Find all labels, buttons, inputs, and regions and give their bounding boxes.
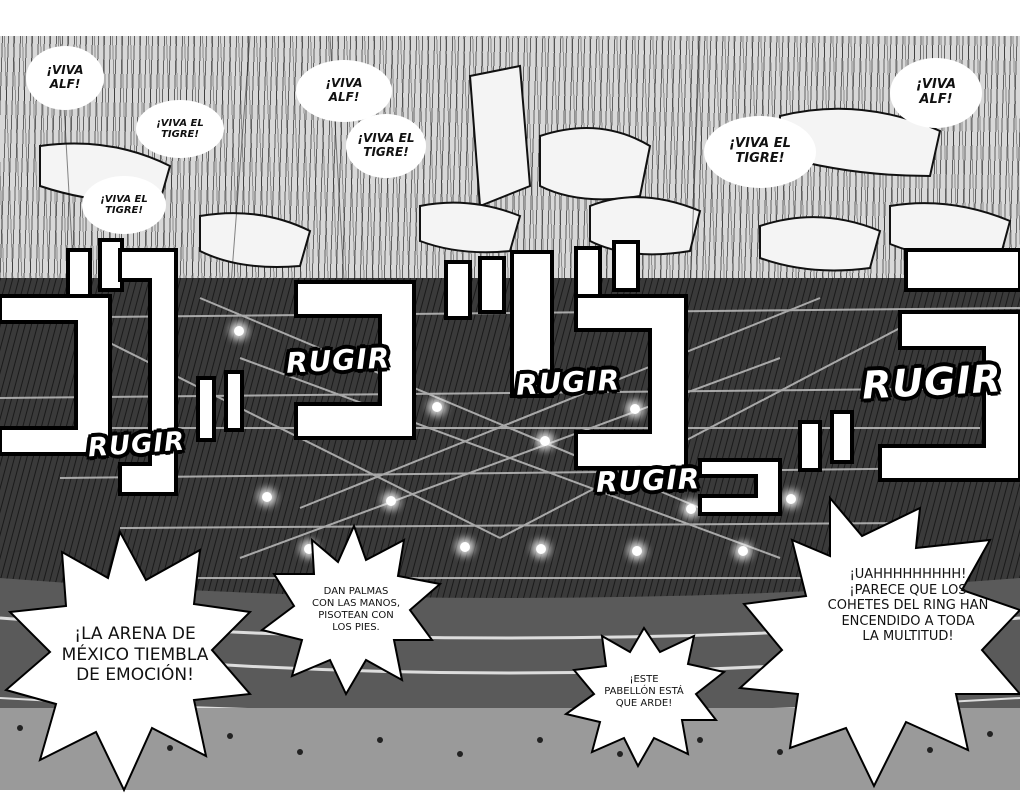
sfx-rugir: RUGIR: [595, 462, 701, 499]
speech-bubble: ¡VIVA ALF!: [296, 60, 392, 122]
narration-text: ¡LA ARENA DE MÉXICO TIEMBLA DE EMOCIÓN!: [61, 624, 209, 686]
spotlight-sparkle: [262, 492, 272, 502]
narration-text: ¡UAHHHHHHHHH! ¡PARECE QUE LOS COHETES DE…: [827, 567, 989, 645]
spotlight-sparkle: [540, 436, 550, 446]
narration-box-fireworks: ¡UAHHHHHHHHH! ¡PARECE QUE LOS COHETES DE…: [818, 556, 998, 656]
spotlight-sparkle: [630, 404, 640, 414]
spotlight-sparkle: [460, 542, 470, 552]
bubble-text: ¡VIVA ALF!: [915, 77, 957, 107]
bubble-text: ¡VIVA EL TIGRE!: [357, 131, 415, 159]
arena-panel: [0, 278, 1020, 790]
speech-bubble: ¡VIVA ALF!: [890, 58, 982, 128]
sfx-rugir: RUGIR: [285, 341, 392, 380]
sfx-rugir: RUGIR: [515, 363, 622, 402]
spotlight-sparkle: [234, 326, 244, 336]
bubble-text: ¡VIVA EL TIGRE!: [100, 193, 148, 217]
bubble-text: ¡VIVA EL TIGRE!: [156, 117, 204, 141]
spotlight-sparkle: [738, 546, 748, 556]
speech-bubble: ¡VIVA EL TIGRE!: [704, 116, 816, 188]
bubble-text: ¡VIVA ALF!: [325, 76, 363, 104]
spotlight-sparkle: [304, 544, 314, 554]
narration-text: DAN PALMAS CON LAS MANOS, PISOTEAN CON L…: [311, 586, 401, 633]
sfx-rugir: RUGIR: [860, 356, 1003, 408]
spotlight-sparkle: [386, 496, 396, 506]
speech-bubble: ¡VIVA ALF!: [26, 46, 104, 110]
narration-box-crowd: DAN PALMAS CON LAS MANOS, PISOTEAN CON L…: [304, 570, 408, 650]
speech-bubble: ¡VIVA EL TIGRE!: [346, 114, 426, 178]
crowd-panel: ¡VIVA ALF! ¡VIVA EL TIGRE! ¡VIVA EL TIGR…: [0, 36, 1020, 298]
spotlight-sparkle: [686, 504, 696, 514]
speech-bubble: ¡VIVA EL TIGRE!: [82, 176, 166, 234]
spotlight-sparkle: [536, 544, 546, 554]
bubble-text: ¡VIVA EL TIGRE!: [729, 136, 791, 166]
arena-truss-artwork: [0, 278, 1020, 790]
spotlight-sparkle: [786, 494, 796, 504]
narration-box-pavilion: ¡ESTE PABELLÓN ESTÁ QUE ARDE!: [596, 660, 692, 724]
crowd-legs-artwork: [39, 36, 1012, 298]
speech-bubble: ¡VIVA EL TIGRE!: [136, 100, 224, 158]
narration-text: ¡ESTE PABELLÓN ESTÁ QUE ARDE!: [604, 674, 684, 709]
bubble-text: ¡VIVA ALF!: [46, 63, 84, 91]
narration-box-arena: ¡LA ARENA DE MÉXICO TIEMBLA DE EMOCIÓN!: [60, 610, 210, 700]
spotlight-sparkle: [432, 402, 442, 412]
spotlight-sparkle: [632, 546, 642, 556]
